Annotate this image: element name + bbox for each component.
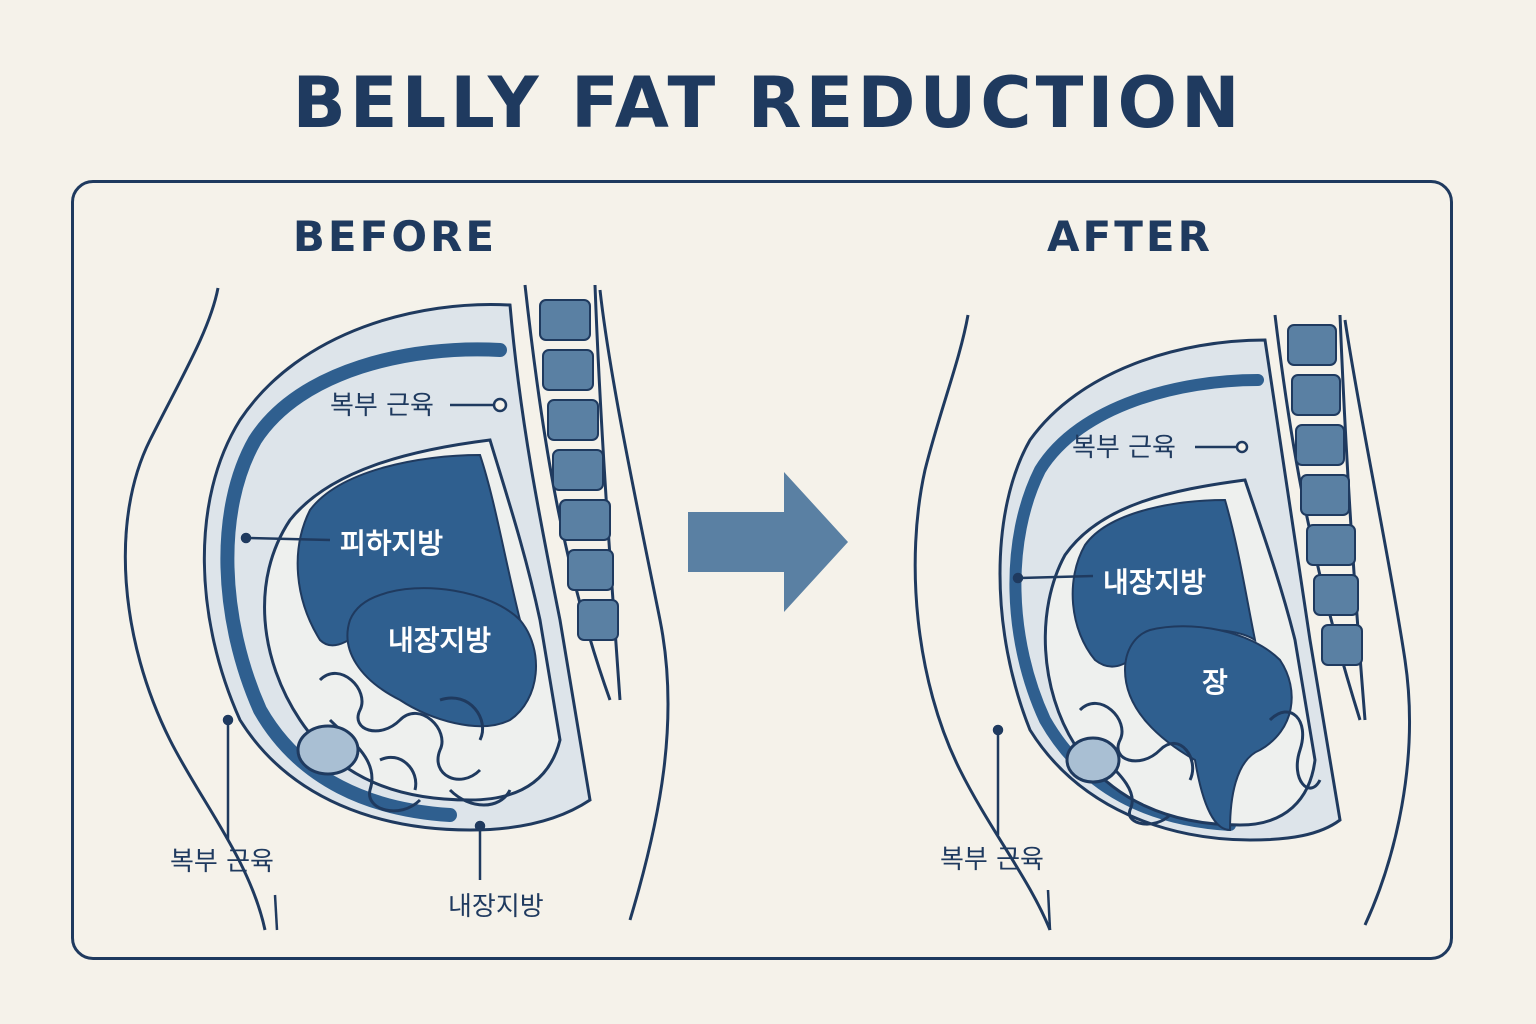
transition-arrow — [688, 472, 848, 612]
after-label-intestine: 장 — [1202, 666, 1228, 699]
after-cross-section: 복부 근육 내장지방 장 복부 근육 — [913, 314, 1411, 931]
after-spine — [1273, 314, 1367, 721]
leader-lines — [222, 397, 508, 931]
before-label-muscle-top: 복부 근육 — [330, 391, 434, 421]
diagram-frame — [71, 180, 1453, 960]
after-visceral-fat-mass — [1071, 498, 1257, 668]
before-label-visceral-bottom: 내장지방 — [448, 892, 544, 922]
after-label-muscle-top: 복부 근육 — [1072, 433, 1176, 463]
after-bladder — [1065, 736, 1121, 784]
before-label-visceral-inner: 내장지방 — [388, 624, 491, 657]
before-cross-section: 복부 근육 피하지방 내장지방 복부 근육 내장지방 — [123, 284, 670, 931]
page-title: BELLY FAT REDUCTION — [292, 62, 1244, 144]
after-intestine-mass — [1123, 625, 1293, 832]
spine — [523, 284, 622, 701]
after-abdominal-muscle-band — [1009, 374, 1264, 831]
before-label-subcutaneous: 피하지방 — [340, 527, 443, 560]
after-label-muscle-bottom: 복부 근육 — [940, 845, 1044, 875]
after-heading: AFTER — [1047, 212, 1213, 261]
after-label-visceral-inner: 내장지방 — [1103, 566, 1206, 599]
before-heading: BEFORE — [292, 212, 498, 261]
bladder — [296, 724, 360, 776]
visceral-fat-mass — [346, 587, 537, 728]
abdominal-muscle-band — [220, 342, 507, 822]
after-leader-lines — [992, 440, 1249, 931]
before-label-muscle-bottom: 복부 근육 — [170, 847, 274, 877]
